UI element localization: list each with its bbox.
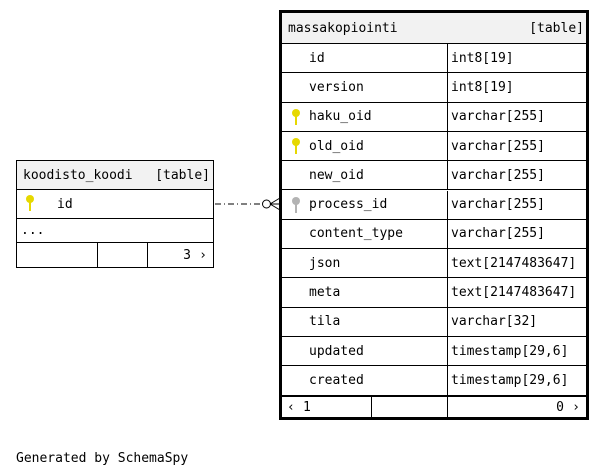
more-columns-row: ... (17, 219, 213, 243)
children-arrow-icon[interactable]: › (572, 399, 580, 415)
table-row[interactable]: content_type varchar[255] (282, 219, 586, 250)
column-type: int8[19] (451, 79, 514, 95)
table-koodisto-koodi[interactable]: koodisto_koodi [table] id ... 3 › (16, 160, 214, 268)
table-type-label: [table] (155, 167, 210, 183)
column-type: text[2147483647] (451, 255, 577, 271)
relationship-crowfoot-bottom (269, 203, 281, 211)
column-type: varchar[255] (451, 167, 545, 183)
column-name: haku_oid (309, 109, 372, 125)
column-type: int8[19] (451, 50, 514, 66)
column-name: id (309, 50, 325, 66)
table-footer: ‹ 1 0 › (282, 396, 586, 417)
column-name: new_oid (309, 167, 364, 183)
table-row[interactable]: version int8[19] (282, 73, 586, 103)
column-name: meta (309, 285, 341, 301)
column-name: content_type (309, 226, 403, 242)
table-row[interactable]: created timestamp[29,6] (282, 366, 586, 396)
table-row[interactable]: haku_oid varchar[255] (282, 102, 586, 132)
relationship-optional-marker (262, 199, 271, 209)
table-header: massakopiointi [table] (282, 13, 586, 44)
parent-count: 1 (303, 399, 311, 415)
table-row[interactable]: id (17, 190, 213, 219)
column-type: varchar[255] (451, 109, 545, 125)
primary-key-icon (292, 108, 300, 125)
column-type: varchar[255] (451, 138, 545, 154)
primary-key-icon (292, 137, 300, 154)
column-name: created (309, 372, 364, 388)
table-name: massakopiointi (288, 20, 398, 36)
relationship-crowfoot-top (269, 197, 281, 205)
table-row[interactable]: new_oid varchar[255] (282, 161, 586, 191)
column-type: varchar[255] (451, 197, 545, 213)
column-type: text[2147483647] (451, 285, 577, 301)
index-key-icon (292, 196, 300, 213)
children-arrow-icon[interactable]: › (199, 247, 207, 263)
table-header: koodisto_koodi [table] (17, 161, 213, 190)
primary-key-icon (26, 195, 34, 211)
child-count: 3 (183, 247, 191, 263)
column-name: version (309, 79, 364, 95)
table-row[interactable]: updated timestamp[29,6] (282, 337, 586, 367)
table-row[interactable]: process_id varchar[255] (282, 190, 586, 220)
column-type: timestamp[29,6] (451, 372, 569, 388)
column-name: process_id (309, 197, 388, 213)
parents-arrow-icon[interactable]: ‹ (287, 399, 295, 415)
column-name: tila (309, 314, 341, 330)
table-row[interactable]: json text[2147483647] (282, 249, 586, 279)
column-name: id (57, 196, 73, 212)
column-name: updated (309, 343, 364, 359)
column-name: old_oid (309, 138, 364, 154)
table-type-label: [table] (529, 20, 584, 36)
column-name: json (309, 255, 341, 271)
table-row[interactable]: tila varchar[32] (282, 307, 586, 337)
table-name: koodisto_koodi (23, 167, 133, 183)
table-row[interactable]: old_oid varchar[255] (282, 131, 586, 162)
table-row[interactable]: id int8[19] (282, 44, 586, 74)
column-type: varchar[255] (451, 226, 545, 242)
more-columns-indicator: ... (21, 223, 45, 238)
generated-by-footer: Generated by SchemaSpy (16, 451, 189, 466)
child-count: 0 (556, 399, 564, 415)
table-footer: 3 › (17, 243, 213, 267)
table-row[interactable]: meta text[2147483647] (282, 278, 586, 308)
column-type: timestamp[29,6] (451, 343, 569, 359)
column-type: varchar[32] (451, 314, 538, 330)
